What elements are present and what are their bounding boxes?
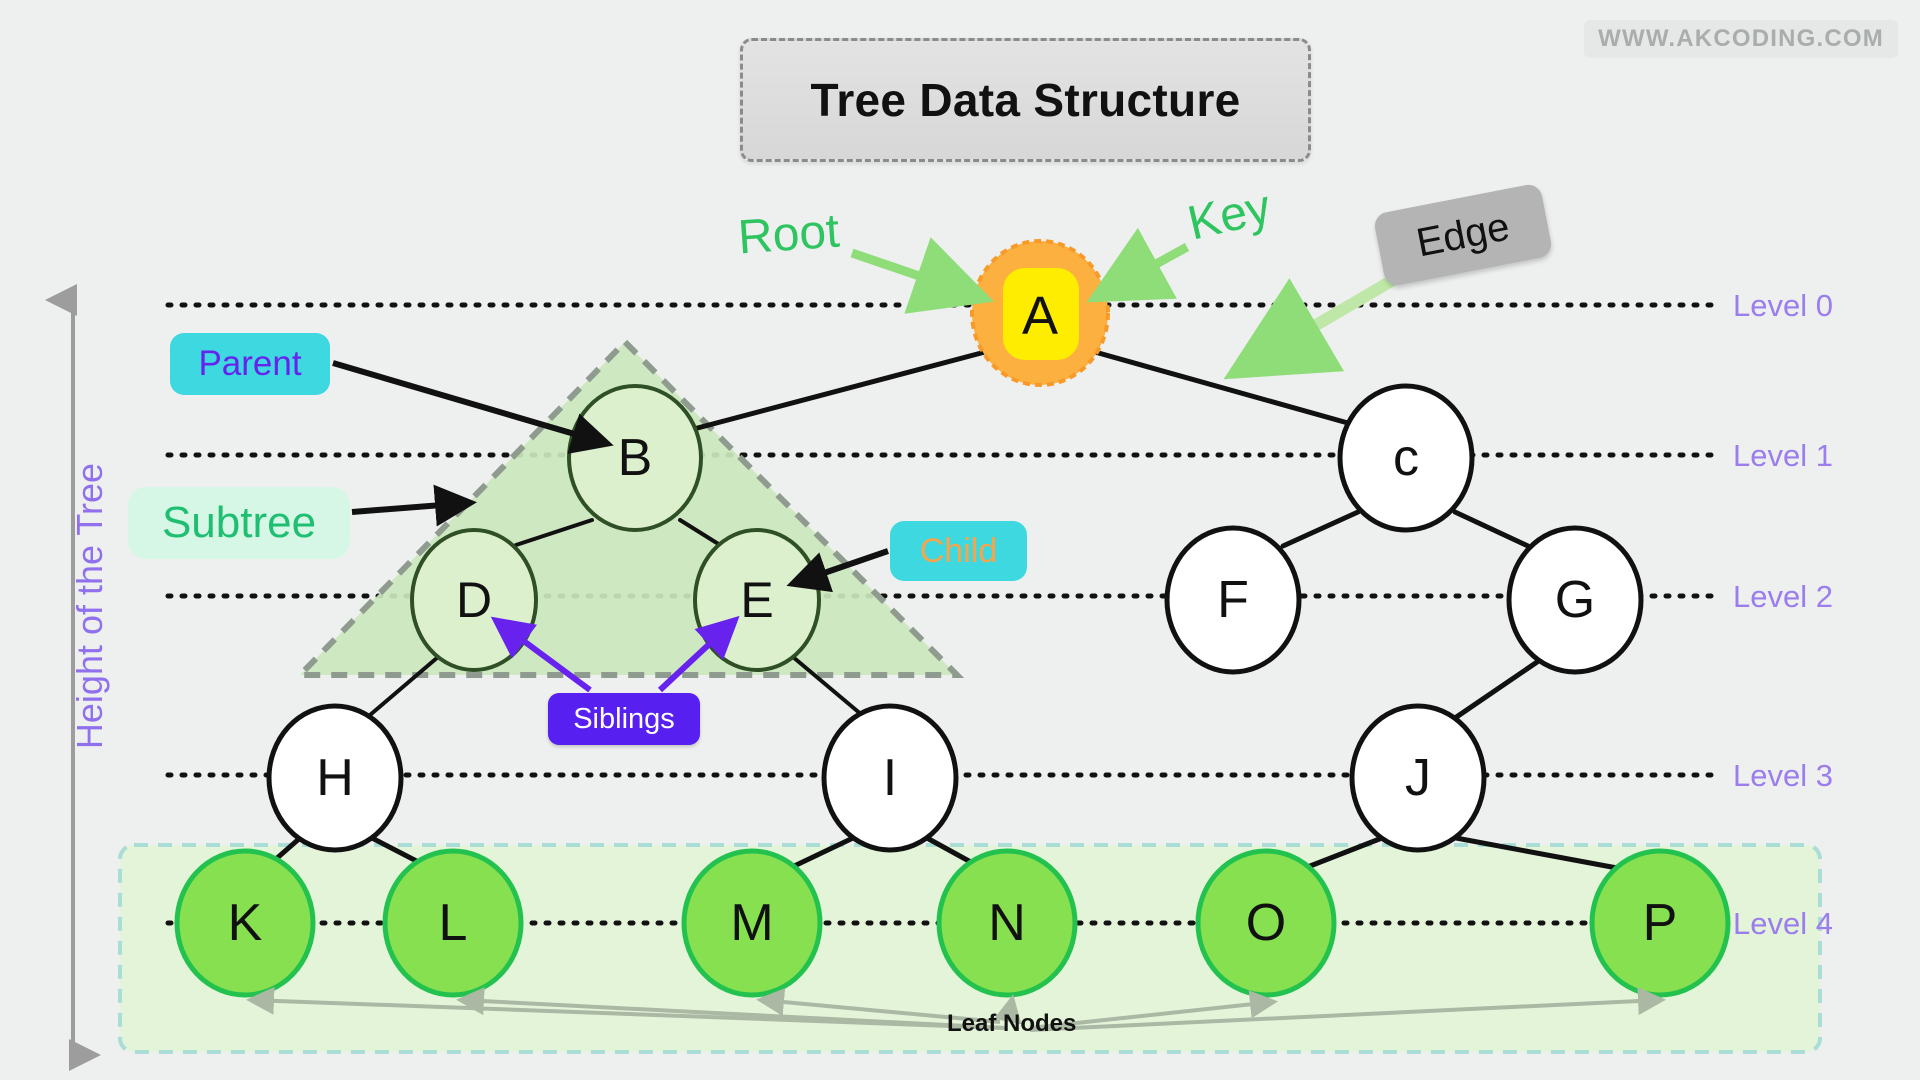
subtree-arrow [351,484,477,527]
child-arrow [786,548,889,593]
edge-B-E [678,518,722,547]
siblings-arrow-left [490,616,592,693]
node-F[interactable]: F [1164,525,1302,675]
node-c[interactable]: c [1337,383,1475,533]
height-of-tree-label: Height of the Tree [69,462,110,750]
edge-B-D [514,518,594,547]
node-A-root[interactable]: A [970,239,1110,387]
node-label-B: B [618,429,653,487]
edge-A-C [1092,349,1358,428]
node-B[interactable]: B [567,384,703,532]
node-label-O: O [1246,894,1286,952]
parent-label: Parent [170,333,330,395]
node-label-c: c [1393,429,1419,487]
level-label-1: Level 1 [1733,438,1833,473]
siblings-label: Siblings [548,693,700,745]
node-G[interactable]: G [1506,525,1644,675]
node-P[interactable]: P [1589,848,1731,998]
node-label-G: G [1555,571,1595,629]
edge-E-I [791,655,864,717]
node-H[interactable]: H [266,703,404,853]
page-title: Tree Data Structure [740,38,1311,162]
node-label-A: A [1022,286,1058,346]
node-label-I: I [883,749,897,807]
level-label-3: Level 3 [1733,758,1833,793]
node-label-N: N [988,894,1026,952]
edge-J-O [1302,835,1385,871]
node-label-H: H [316,749,354,807]
child-label: Child [890,521,1027,581]
node-J[interactable]: J [1349,703,1487,853]
edge-I-M [787,835,856,871]
subtree-label: Subtree [128,487,350,559]
node-label-L: L [439,894,468,952]
node-label-J: J [1405,749,1431,807]
level-label-4: Level 4 [1733,906,1833,941]
key-arrow [1086,227,1190,303]
node-label-P: P [1643,894,1678,952]
leaf-node-arrows [246,986,1666,1032]
parent-arrow [332,360,614,454]
node-D[interactable]: D [410,528,538,672]
leaf-nodes-label: Leaf Nodes [947,1010,1077,1037]
node-label-E: E [740,572,773,628]
node-label-D: D [456,572,492,628]
node-label-F: F [1217,571,1249,629]
edge-D-H [368,655,440,717]
edge-A-B [687,349,988,433]
node-I[interactable]: I [821,703,959,853]
level-label-2: Level 2 [1733,579,1833,614]
node-N[interactable]: N [936,848,1078,998]
page-title-text: Tree Data Structure [810,74,1241,126]
root-label: Root [736,204,842,265]
node-K[interactable]: K [174,848,316,998]
root-arrow [850,237,995,314]
node-label-M: M [730,894,773,952]
level-label-0: Level 0 [1733,288,1833,323]
edge-C-G [1452,509,1531,549]
node-E[interactable]: E [693,528,821,672]
siblings-arrow-right [657,615,740,693]
edge-G-J [1452,657,1543,721]
watermark: WWW.AKCODING.COM [1584,20,1898,58]
edge-J-P [1453,835,1620,871]
node-M[interactable]: M [681,848,823,998]
edge-C-F [1280,509,1361,549]
node-label-K: K [228,894,263,952]
node-L[interactable]: L [382,848,524,998]
node-O[interactable]: O [1195,848,1337,998]
edge-arrow [1223,264,1414,380]
